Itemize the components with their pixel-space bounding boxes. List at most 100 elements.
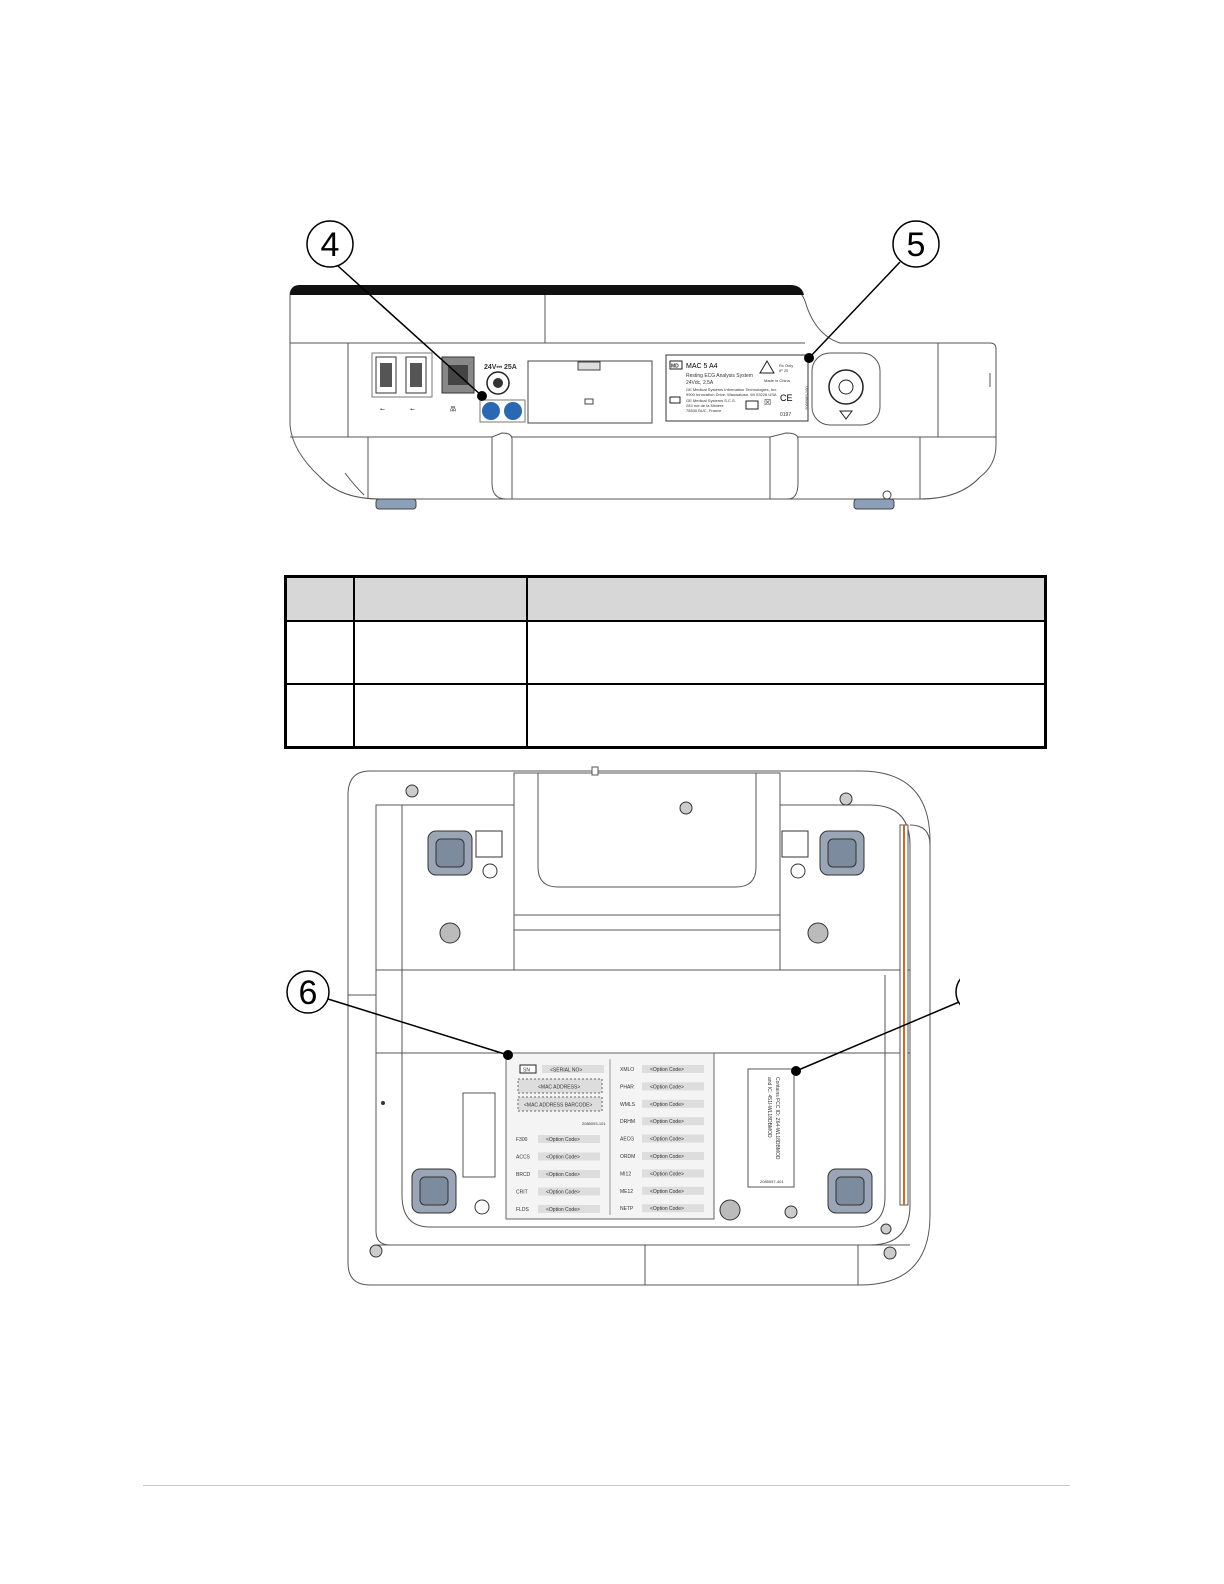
option-code-placeholder: <Option Code> bbox=[546, 1172, 580, 1178]
callout-number: 6 bbox=[299, 974, 318, 1012]
option-name: DRHM bbox=[620, 1119, 635, 1125]
warning-symbol-icon bbox=[482, 402, 500, 420]
option-name: NETP bbox=[620, 1206, 634, 1212]
callout-7: 7 bbox=[791, 978, 960, 1076]
release-latch bbox=[475, 830, 503, 858]
country-of-origin: Made in China bbox=[764, 378, 791, 383]
foot-pad bbox=[853, 498, 895, 510]
option-name: ACCS bbox=[516, 1155, 531, 1161]
option-code-placeholder: <Option Code> bbox=[650, 1171, 684, 1177]
option-code-box bbox=[538, 1152, 600, 1161]
svg-text:⭠: ⭠ bbox=[380, 407, 385, 413]
left-option-list: F300 <Option Code> ACCS <Option Code> BRCD <O… bbox=[516, 1135, 600, 1213]
option-name: MI12 bbox=[620, 1171, 631, 1177]
callout-table bbox=[284, 575, 1047, 749]
callout-4: 4 bbox=[306, 220, 487, 401]
eu-rep-city: 78530 BUC, France bbox=[686, 408, 722, 413]
option-code-placeholder: <Option Code> bbox=[546, 1137, 580, 1143]
table-header-cell bbox=[526, 575, 1047, 622]
maker-line: GE Medical Systems Information Technolog… bbox=[686, 387, 777, 392]
option-code-placeholder: <Option Code> bbox=[546, 1190, 580, 1196]
option-name: BRCD bbox=[516, 1172, 531, 1178]
option-code-box bbox=[642, 1117, 704, 1126]
option-code-box bbox=[642, 1169, 704, 1178]
option-name: PHAR bbox=[620, 1084, 634, 1090]
option-name: ORDM bbox=[620, 1154, 635, 1160]
callout-5: 5 bbox=[804, 220, 940, 363]
dc-power-jack bbox=[486, 371, 510, 395]
option-code-box bbox=[642, 1186, 704, 1195]
callout-6: 6 bbox=[286, 970, 513, 1060]
option-code-box bbox=[538, 1170, 600, 1178]
equipotential-connector bbox=[811, 352, 881, 426]
bottom-view-figure: SN <SERIAL NO> <MAC ADDRESS> <MAC ADDRES… bbox=[286, 766, 960, 1286]
option-code-box bbox=[642, 1099, 704, 1108]
foot-pad bbox=[411, 1168, 457, 1214]
ic-id-text: and IC: 451I-WL18DBMOD bbox=[766, 1077, 772, 1138]
table-header-cell bbox=[284, 575, 355, 622]
foot-pad bbox=[827, 1168, 873, 1214]
table-row bbox=[284, 620, 1047, 685]
fcc-id-text: Contains FCC ID: Z64-WL18DBMOD bbox=[774, 1077, 780, 1160]
mac-address-placeholder: <MAC ADDRESS> bbox=[538, 1085, 580, 1091]
product-subtitle: Resting ECG Analysis System bbox=[686, 373, 753, 379]
blank-label-area bbox=[462, 1092, 496, 1178]
battery-door bbox=[527, 360, 653, 424]
label-rating: 24Vdc, 2.5A bbox=[686, 380, 714, 386]
option-code-box bbox=[642, 1204, 704, 1213]
option-code-placeholder: <Option Code> bbox=[650, 1154, 684, 1160]
ip-rating: IP 20 bbox=[779, 368, 789, 373]
foot-pad bbox=[819, 830, 865, 876]
option-name: F300 bbox=[516, 1137, 528, 1143]
serial-number-label: SN <SERIAL NO> <MAC ADDRESS> <MAC ADDRES… bbox=[505, 1052, 715, 1220]
option-code-placeholder: <Option Code> bbox=[546, 1207, 580, 1213]
option-code-placeholder: <Option Code> bbox=[650, 1067, 684, 1073]
option-code-box bbox=[538, 1205, 600, 1213]
table-cell bbox=[284, 620, 355, 685]
usb-port: ⭠ bbox=[375, 356, 397, 413]
option-code-placeholder: <Option Code> bbox=[650, 1189, 684, 1195]
table-cell bbox=[353, 683, 528, 749]
svg-text:品: 品 bbox=[450, 406, 456, 413]
option-code-placeholder: <Option Code> bbox=[546, 1155, 580, 1161]
product-name: MAC 5 A4 bbox=[686, 363, 718, 370]
product-label: MD MAC 5 A4 Resting ECG Analysis System … bbox=[665, 354, 809, 422]
right-option-list: XMLO <Option Code> PHAR <Option Code> WMLS <O… bbox=[620, 1065, 704, 1213]
table-cell bbox=[526, 683, 1047, 749]
option-code-placeholder: <Option Code> bbox=[650, 1084, 684, 1090]
table-cell bbox=[284, 683, 355, 749]
fcc-id-label: Contains FCC ID: Z64-WL18DBMOD and IC: 4… bbox=[747, 1068, 795, 1188]
svg-text:⭠: ⭠ bbox=[410, 407, 415, 413]
ce-mark: CE bbox=[780, 393, 793, 403]
option-name: XMLO bbox=[620, 1067, 634, 1073]
option-code-box bbox=[538, 1187, 600, 1196]
table-row bbox=[284, 683, 1047, 749]
callout-number: 4 bbox=[321, 226, 340, 264]
option-code-box bbox=[642, 1134, 704, 1143]
option-code-box bbox=[538, 1135, 600, 1143]
serial-placeholder: <SERIAL NO> bbox=[550, 1068, 582, 1074]
option-code-placeholder: <Option Code> bbox=[650, 1102, 684, 1108]
option-name: WMLS bbox=[620, 1102, 636, 1108]
option-code-box bbox=[642, 1082, 704, 1091]
eu-rep-street: 283 rue de la Minière bbox=[686, 403, 724, 408]
top-edge bbox=[290, 285, 804, 295]
power-rating: 24V⎓ 25A bbox=[484, 364, 517, 371]
option-code-placeholder: <Option Code> bbox=[650, 1119, 684, 1125]
usb-port: ⭠ bbox=[405, 356, 427, 413]
caution-triangle-icon bbox=[759, 360, 775, 374]
eu-rep-line: GE Medical Systems S.C.S. bbox=[686, 398, 736, 403]
footer-rule bbox=[143, 1485, 1070, 1486]
maker-address: 9900 Innovation Drive, Wauwatosa, WI 532… bbox=[686, 392, 777, 397]
rear-view-figure: ⭠ ⭠ 品 24V⎓ 25A MD MAC 5 A4 Resting ECG A… bbox=[289, 220, 997, 510]
option-code-box bbox=[642, 1065, 704, 1073]
callout-number: 5 bbox=[907, 226, 926, 264]
option-name: CRIT bbox=[516, 1190, 528, 1196]
md-mark: MD bbox=[671, 364, 679, 370]
option-name: AECG bbox=[620, 1137, 634, 1143]
fcc-label-part-number: 2085097-401 bbox=[760, 1179, 784, 1184]
table-header-row bbox=[284, 575, 1047, 622]
serial-label-part-number: 2085093-101 bbox=[582, 1121, 606, 1126]
weee-bin-icon: ☒ bbox=[764, 398, 771, 407]
release-latch bbox=[781, 830, 809, 858]
